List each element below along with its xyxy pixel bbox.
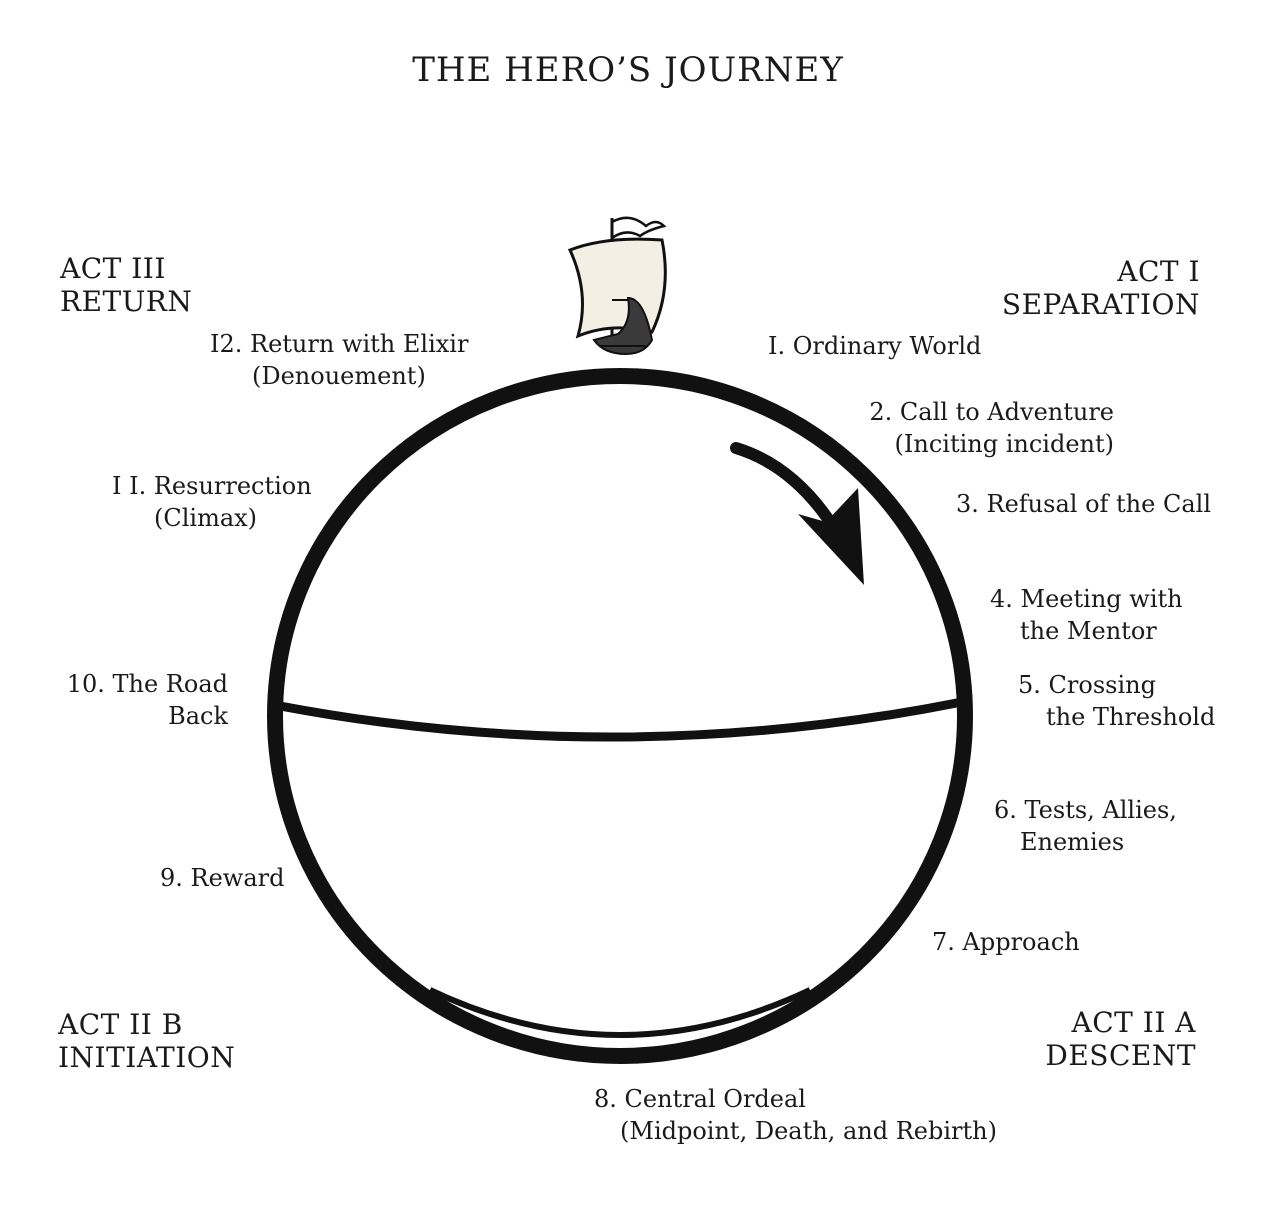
stage-5-label: 5. Crossing the Threshold [1018,669,1215,733]
journey-circle-bottom-weight [428,987,812,1038]
act-3-label: ACT III RETURN [60,252,192,318]
stage-11-text: I I. Resurrection [112,472,312,500]
stage-11-subtext: (Climax) [154,504,258,532]
act-2b-label: ACT II B INITIATION [58,1008,235,1074]
clockwise-arrow-icon [730,442,864,585]
act-2b-number: ACT II B [58,1008,183,1041]
act-2a-label: ACT II A DESCENT [1045,1006,1196,1072]
act-1-name: SEPARATION [1001,288,1200,321]
stage-12-text: I2. Return with Elixir [210,330,469,358]
act-2b-name: INITIATION [58,1041,236,1074]
stage-2-text: 2. Call to Adventure [869,398,1114,426]
stage-6-text: 6. Tests, Allies, [994,796,1177,824]
stage-4-text: 4. Meeting with [990,585,1183,613]
stage-8-subtext: (Midpoint, Death, and Rebirth) [620,1117,997,1145]
stage-10-subtext: Back [168,702,228,730]
stage-5-text: 5. Crossing [1018,671,1156,699]
stage-4-subtext: the Mentor [1020,617,1157,645]
stage-4-label: 4. Meeting with the Mentor [990,583,1183,647]
act-2a-name: DESCENT [1045,1039,1196,1072]
stage-3-label: 3. Refusal of the Call [956,488,1211,520]
act-3-number: ACT III [60,252,166,285]
sailing-ship-icon [567,216,667,356]
stage-9-label: 9. Reward [160,862,285,894]
stage-11-label: I I. Resurrection (Climax) [112,470,312,534]
threshold-line [275,697,967,742]
page-title: THE HERO’S JOURNEY [412,50,844,90]
stage-3-text: 3. Refusal of the Call [956,490,1211,518]
stage-10-text: 10. The Road [66,670,228,698]
stage-7-text: 7. Approach [932,928,1080,956]
stage-9-text: 9. Reward [160,864,285,892]
act-2a-number: ACT II A [1071,1006,1196,1039]
stage-10-label: 10. The Road Back [67,668,228,732]
stage-2-label: 2. Call to Adventure (Inciting incident) [869,396,1114,460]
stage-12-subtext: (Denouement) [252,362,426,390]
stage-1-label: I. Ordinary World [768,330,981,362]
stage-12-label: I2. Return with Elixir (Denouement) [210,328,468,392]
stage-6-label: 6. Tests, Allies, Enemies [994,794,1177,858]
stage-2-subtext: (Inciting incident) [894,430,1114,458]
act-3-name: RETURN [60,285,193,318]
act-1-label: ACT I SEPARATION [1002,255,1200,321]
journey-circle [267,368,973,1064]
act-1-number: ACT I [1117,255,1200,288]
stage-7-label: 7. Approach [932,926,1080,958]
stage-5-subtext: the Threshold [1046,703,1216,731]
stage-8-text: 8. Central Ordeal [594,1085,806,1113]
stage-6-subtext: Enemies [1020,828,1125,856]
stage-8-label: 8. Central Ordeal (Midpoint, Death, and … [594,1083,997,1147]
stage-1-text: I. Ordinary World [768,332,982,360]
